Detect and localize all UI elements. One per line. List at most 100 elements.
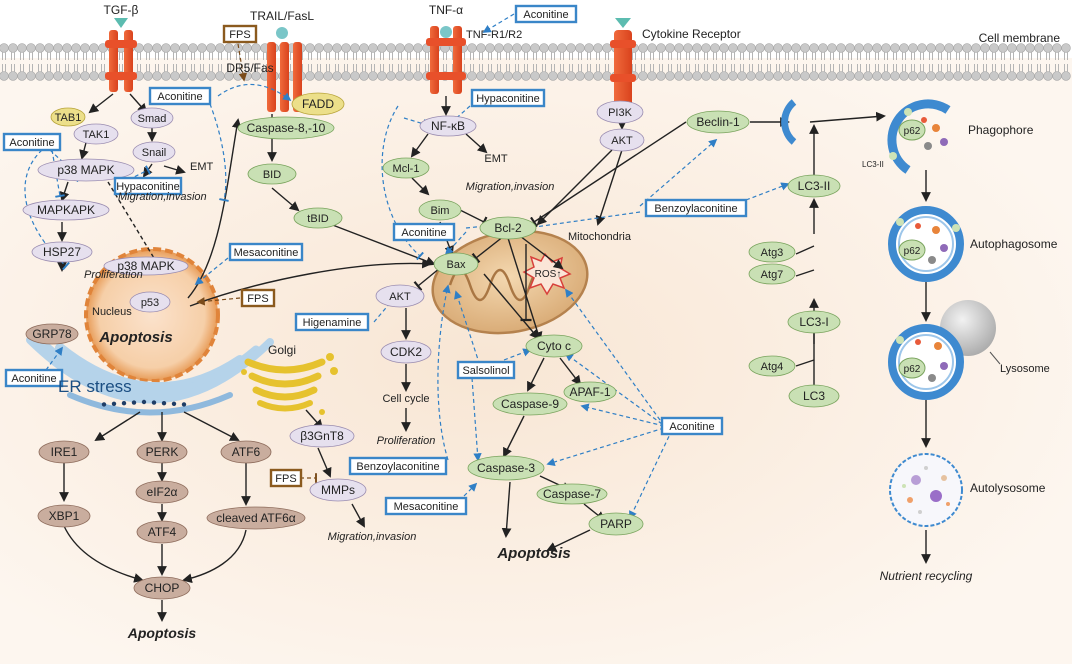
p62-label: p62 xyxy=(904,364,921,375)
pathway-arrow-59 xyxy=(795,245,815,255)
drug-effect-arrow-78 xyxy=(381,105,424,261)
drug-effect-arrow-85 xyxy=(526,211,641,233)
drug-effect-arrow-76 xyxy=(45,346,63,371)
drug-box-aconitine-tnf: Aconitine xyxy=(514,4,578,24)
caspase3-label: Caspase-3 xyxy=(477,461,535,475)
hypaconitine-snail-label: Hypaconitine xyxy=(116,181,180,193)
aconitine-bax-label: Aconitine xyxy=(401,227,446,239)
drug-effect-arrow-87 xyxy=(503,348,532,361)
beclin1-label: Beclin-1 xyxy=(696,115,740,129)
akt1-label: AKT xyxy=(611,135,633,147)
cell-membrane-label: Cell membrane xyxy=(979,31,1061,45)
atg3-label: Atg3 xyxy=(761,247,784,259)
ire1-label: IRE1 xyxy=(51,445,78,459)
migration-golgi-label: Migration,invasion xyxy=(328,531,417,543)
drug-effect-arrow-80 xyxy=(444,231,467,256)
phagophore-forming-icon xyxy=(781,99,797,145)
proliferation-label: Proliferation xyxy=(84,269,143,281)
apoptosis-mito-label: Apoptosis xyxy=(496,545,570,562)
pathway-arrow-51 xyxy=(63,525,144,583)
apoptosis-er-label: Apoptosis xyxy=(127,625,197,641)
node-beclin1: Beclin-1 xyxy=(686,110,750,134)
apaf1-label: APAF-1 xyxy=(569,385,610,399)
pathway-arrow-40 xyxy=(501,481,512,538)
node-mcl1: Mcl-1 xyxy=(382,157,430,179)
node-dr5fas: DR5/Fas xyxy=(226,61,273,75)
tgfb-ligand-icon xyxy=(114,18,128,28)
node-ire1: IRE1 xyxy=(38,440,90,464)
drug-effect-arrow-70 xyxy=(217,83,292,102)
lc3ii-label: LC3-II xyxy=(798,179,831,193)
drug-effect-arrow-68 xyxy=(482,13,515,33)
node-mmps: MMPs xyxy=(309,478,367,502)
golgi-label: Golgi xyxy=(268,343,296,357)
lc3ii-small-label: LC3-II xyxy=(862,160,884,169)
p62-label: p62 xyxy=(904,126,921,137)
drug-box-hypaconitine-snail: Hypaconitine xyxy=(113,176,183,196)
node-atg4: Atg4 xyxy=(748,355,796,377)
p62-autophagosome xyxy=(898,239,926,261)
trail-ligand-icon xyxy=(276,27,288,39)
pathway-arrow-21 xyxy=(595,149,623,226)
drug-box-higenamine: Higenamine xyxy=(294,312,370,332)
drug-box-aconitine-er: Aconitine xyxy=(4,368,64,388)
salsolinol-label: Salsolinol xyxy=(462,365,509,377)
cell-cycle-label: Cell cycle xyxy=(382,393,429,405)
p62-phagophore xyxy=(898,119,926,141)
node-parp: PARP xyxy=(588,512,644,536)
node-eif2a: eIF2α xyxy=(135,480,189,504)
node-p53: p53 xyxy=(129,291,171,313)
pathway-arrow-37 xyxy=(527,357,545,392)
drug-effect-arrow-83 xyxy=(639,138,718,207)
pathway-arrow-11 xyxy=(271,187,300,212)
pathway-arrow-25 xyxy=(809,111,886,123)
node-hsp27: HSP27 xyxy=(31,241,93,263)
p62-label: p62 xyxy=(904,246,921,257)
phagophore xyxy=(887,99,951,174)
pathway-arrow-43 xyxy=(546,529,591,552)
node-mapkapk: MAPKAPK xyxy=(22,199,110,221)
node-fadd: FADD xyxy=(291,92,345,116)
drug-effect-arrow-98 xyxy=(196,297,241,306)
node-pi3k: PI3K xyxy=(596,100,644,124)
atf6-label: ATF6 xyxy=(232,445,261,459)
pathway-arrow-31 xyxy=(483,273,540,340)
emt-label: EMT xyxy=(190,161,214,173)
migration-label: Migration,invasion xyxy=(118,191,207,203)
p53-label: p53 xyxy=(141,297,159,309)
tnfa-label: TNF-α xyxy=(429,3,463,17)
golgi-apparatus xyxy=(241,353,338,415)
aconitine-right-label: Aconitine xyxy=(669,421,714,433)
pathway-arrow-38 xyxy=(559,357,582,386)
node-grp78: GRP78 xyxy=(25,323,79,345)
drug-box-aconitine-left: Aconitine xyxy=(2,132,62,152)
proliferation-cdk-label: Proliferation xyxy=(377,435,436,447)
pathway-arrow-14 xyxy=(410,133,429,158)
node-caspase3: Caspase-3 xyxy=(467,455,545,481)
benzoylaconitine-c3-label: Benzoylaconitine xyxy=(356,461,439,473)
pathway-arrow-28 xyxy=(189,258,432,307)
node-cleaved-atf6: cleaved ATF6α xyxy=(206,506,306,530)
fps-mmps-label: FPS xyxy=(275,473,296,485)
drug-box-fps-top: FPS xyxy=(222,24,258,44)
drug-box-benzoylaconitine-c3: Benzoylaconitine xyxy=(348,456,448,476)
drug-box-benzoylaconitine-right: Benzoylaconitine xyxy=(644,198,748,218)
caspase7-label: Caspase-7 xyxy=(543,487,601,501)
pathway-arrow-46 xyxy=(183,411,240,441)
drug-box-fps-p53: FPS xyxy=(240,288,276,308)
tnfr-label: TNF-R1/R2 xyxy=(466,29,522,41)
pathway-arrow-39 xyxy=(503,415,525,458)
drug-effect-arrow-96 xyxy=(463,482,478,497)
node-tab1: TAB1 xyxy=(50,107,86,127)
pathway-arrow-33 xyxy=(413,267,441,292)
higenamine-label: Higenamine xyxy=(303,317,362,329)
node-caspase9: Caspase-9 xyxy=(492,392,568,416)
b3gnt8-label: β3GnT8 xyxy=(300,429,344,443)
eif2a-label: eIF2α xyxy=(147,485,178,499)
tak1-label: TAK1 xyxy=(83,129,110,141)
tgfb-label: TGF-β xyxy=(104,3,139,17)
cdk2-label: CDK2 xyxy=(390,345,422,359)
bim-label: Bim xyxy=(431,205,450,217)
